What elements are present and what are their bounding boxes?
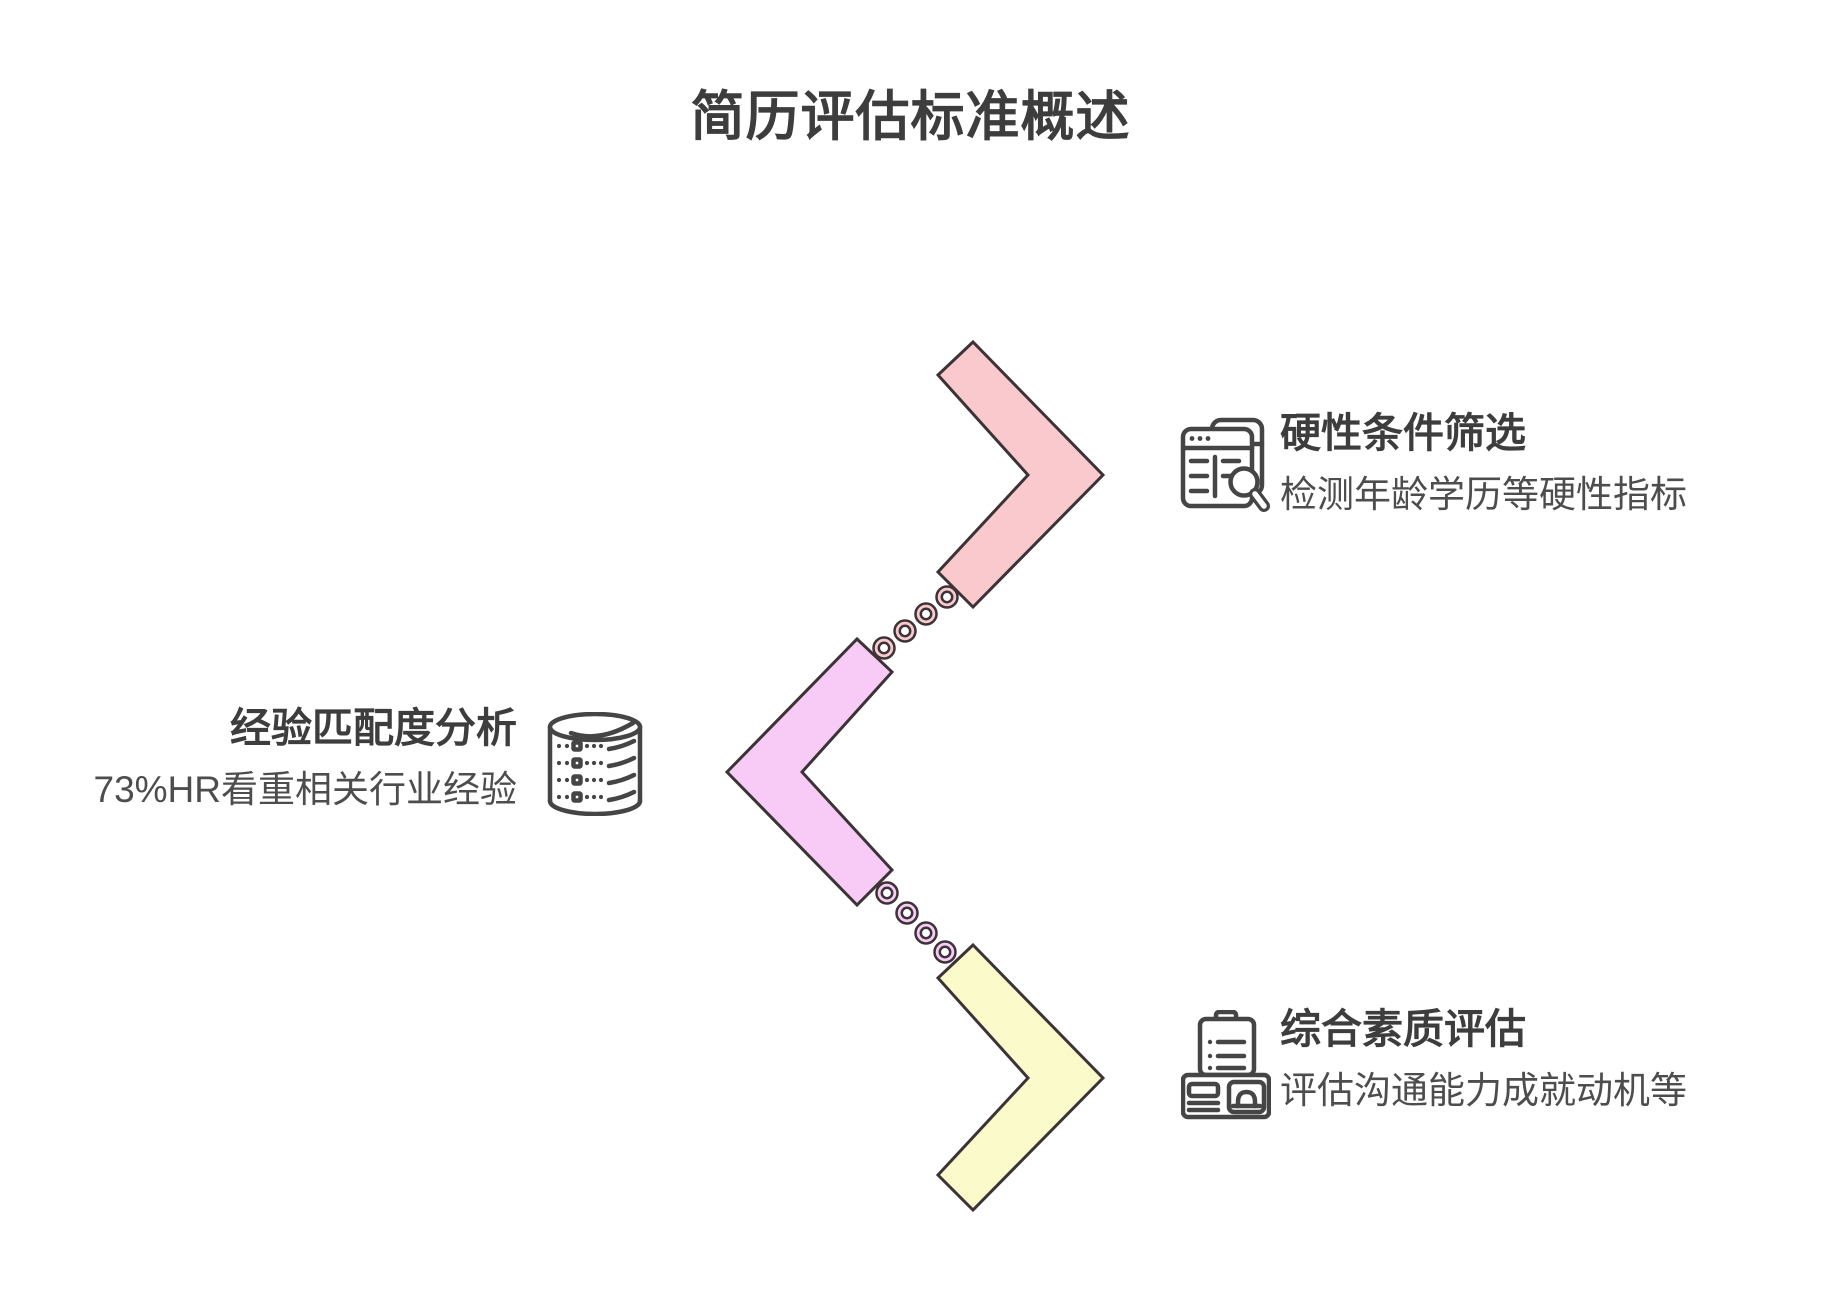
connector-ring — [893, 619, 917, 643]
badge-window — [1226, 1079, 1267, 1115]
cylinder-top-rim — [568, 720, 636, 739]
connector-ring — [875, 881, 899, 905]
step-1-subtitle: 检测年龄学历等硬性指标 — [1280, 474, 1687, 516]
ring-inner — [919, 926, 933, 940]
step-2-subtitle: 73%HR看重相关行业经验 — [93, 769, 518, 811]
database-icon — [547, 712, 643, 816]
badge-printer-icon — [1181, 1010, 1271, 1120]
row-dot — [564, 794, 570, 800]
row-dot — [584, 777, 590, 783]
clipboard-row — [1207, 1065, 1247, 1071]
row-dot — [598, 760, 604, 766]
row-dot — [556, 743, 562, 749]
connector-2 — [875, 881, 957, 964]
connector-ring — [933, 940, 957, 964]
connector-ring — [895, 901, 919, 925]
row-dash — [606, 755, 637, 769]
ring-inner — [938, 945, 952, 959]
row-dot — [598, 777, 604, 783]
connector-ring — [872, 636, 896, 660]
row-square — [571, 791, 583, 803]
row-square — [571, 774, 583, 786]
row-dot — [598, 794, 604, 800]
disk-row — [556, 738, 637, 752]
step-2-title: 经验匹配度分析 — [230, 705, 517, 751]
connector-ring — [914, 921, 938, 945]
row-dash — [606, 789, 637, 803]
ring-inner — [880, 886, 894, 900]
clipboard-row — [1207, 1053, 1247, 1059]
ring-inner — [940, 590, 954, 604]
row-dot — [1207, 1065, 1213, 1071]
step-1-label-group: 硬性条件筛选 检测年龄学历等硬性指标 — [1280, 408, 1687, 519]
browser-search-icon — [1180, 417, 1270, 512]
row-dot — [591, 760, 597, 766]
row-dot — [564, 777, 570, 783]
clipboard-row — [1207, 1039, 1247, 1045]
ring-inner — [877, 641, 891, 655]
ring-inner — [900, 906, 914, 920]
ring-inner — [898, 624, 912, 638]
row-dash — [606, 738, 637, 752]
row-dot — [584, 760, 590, 766]
row-dot — [1207, 1039, 1213, 1045]
step-3-subtitle: 评估沟通能力成就动机等 — [1280, 1070, 1687, 1112]
badge-avatar-dome — [1235, 1089, 1258, 1109]
window-dot — [1197, 436, 1203, 441]
disk-row — [556, 755, 637, 769]
ring-inner — [919, 607, 933, 621]
chevron-step-2 — [724, 636, 895, 908]
cylinder-bottom — [547, 798, 643, 816]
row-square — [571, 740, 583, 752]
step-2-label-group: 经验匹配度分析 73%HR看重相关行业经验 — [94, 703, 518, 814]
step-3-title: 综合素质评估 — [1280, 1006, 1526, 1052]
body-slot — [1186, 1081, 1221, 1099]
chevron-step-3 — [935, 942, 1106, 1213]
connector-ring — [914, 602, 938, 626]
magnifier-lens — [1228, 466, 1260, 498]
magnifier-handle-inner — [1252, 491, 1267, 509]
step-3-label-group: 综合素质评估 评估沟通能力成就动机等 — [1280, 1004, 1687, 1115]
step-1-title: 硬性条件筛选 — [1280, 410, 1526, 456]
window-dot — [1205, 436, 1211, 441]
row-dot — [1207, 1053, 1213, 1059]
row-dot — [584, 743, 590, 749]
chevron-step-1 — [935, 339, 1106, 610]
row-dot — [556, 777, 562, 783]
connector-1 — [872, 585, 959, 660]
row-dot — [556, 760, 562, 766]
page-title: 简历评估标准概述 — [690, 87, 1131, 147]
row-dot — [591, 743, 597, 749]
row-dot — [556, 794, 562, 800]
row-dot — [584, 794, 590, 800]
window-dot — [1189, 436, 1195, 441]
row-dot — [591, 794, 597, 800]
row-dot — [591, 777, 597, 783]
connector-ring — [935, 585, 959, 609]
disk-row — [556, 772, 637, 786]
row-square — [571, 757, 583, 769]
row-dot — [564, 743, 570, 749]
disk-row — [556, 789, 637, 803]
row-dash — [606, 772, 637, 786]
row-dot — [564, 760, 570, 766]
row-dot — [598, 743, 604, 749]
